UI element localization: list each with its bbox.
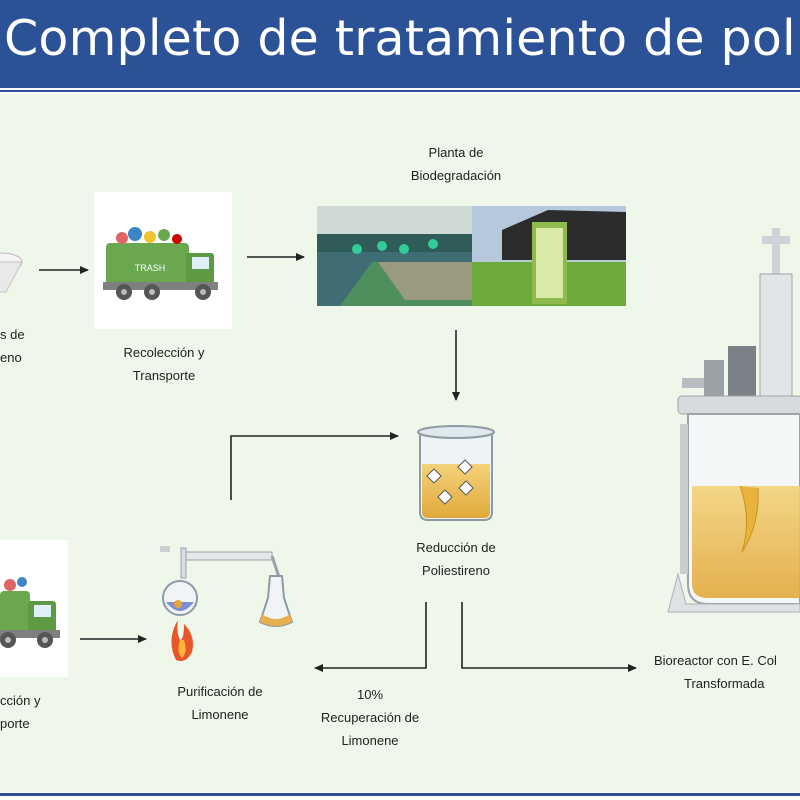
label-recovery-line2: Recuperación de xyxy=(320,710,420,725)
label-recollection-bottom-line1: cción y xyxy=(0,693,41,708)
header-bar: Completo de tratamiento de poli xyxy=(0,0,800,88)
label-recovery-line3: Limonene xyxy=(341,733,399,748)
label-bioreactor-line1: Bioreactor con E. Col xyxy=(654,653,777,668)
label-source-line1: s de xyxy=(0,327,25,342)
label-reduction-line2: Poliestireno xyxy=(422,563,490,578)
truck-bottom-card xyxy=(0,540,68,677)
label-source: s de eno xyxy=(0,323,28,369)
label-source-line2: eno xyxy=(0,350,22,365)
label-purification-line2: Limonene xyxy=(191,707,249,722)
label-recollection-top-line1: Recolección y xyxy=(123,345,205,360)
label-plant-line1: Planta de xyxy=(428,145,484,160)
label-recollection-bottom-line2: porte xyxy=(0,716,30,731)
truck-top-card xyxy=(94,192,232,329)
label-purification-line1: Purificación de xyxy=(177,684,263,699)
page-title: Completo de tratamiento de poli xyxy=(4,10,800,67)
label-recollection-top-line2: Transporte xyxy=(132,368,196,383)
label-recollection-bottom: cción y porte xyxy=(0,689,56,735)
label-plant: Planta de Biodegradación xyxy=(396,141,516,187)
label-purification: Purificación de Limonene xyxy=(160,680,280,726)
label-bioreactor: Bioreactor con E. Col Transformada xyxy=(654,649,800,695)
label-recovery: 10% Recuperación de Limonene xyxy=(304,683,436,752)
label-reduction-line1: Reducción de xyxy=(416,540,496,555)
label-reduction: Reducción de Poliestireno xyxy=(396,536,516,582)
header-divider xyxy=(0,90,800,92)
label-bioreactor-line2: Transformada xyxy=(684,676,765,691)
label-recollection-top: Recolección y Transporte xyxy=(104,341,224,387)
bottom-divider xyxy=(0,793,800,796)
label-plant-line2: Biodegradación xyxy=(410,168,502,183)
label-recovery-line1: 10% xyxy=(356,687,384,702)
